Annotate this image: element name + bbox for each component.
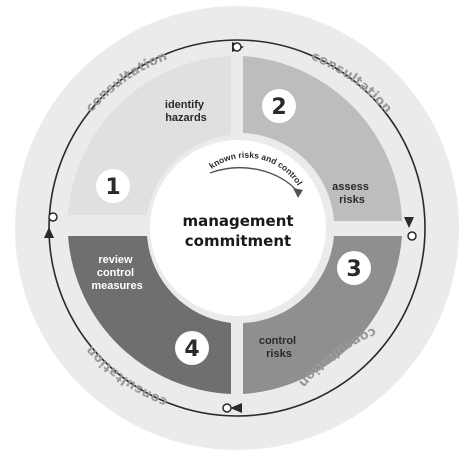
ring-arrowhead-bottom — [230, 403, 242, 413]
step-1-badge: 1 — [96, 169, 130, 203]
step-3-label-line-2: risks — [266, 348, 292, 360]
step-4-label: review control measures — [91, 254, 142, 292]
step-2-number: 2 — [271, 95, 286, 120]
step-1-label-line-1: identify — [165, 99, 205, 111]
step-3-label: control risks — [259, 335, 299, 360]
ring-node-top — [232, 42, 242, 52]
ring-node-bottom — [222, 403, 232, 413]
step-1-label-line-2: hazards — [165, 112, 207, 124]
ring-arrowhead-left — [44, 227, 54, 238]
step-4-label-line-3: measures — [91, 280, 142, 292]
step-2-badge: 2 — [262, 89, 296, 123]
known-risks-arrowhead — [293, 188, 303, 198]
ring-node-right — [407, 231, 417, 241]
step-4-label-line-2: control — [97, 267, 134, 279]
step-4-badge: 4 — [175, 331, 209, 365]
ring-node-left — [48, 212, 58, 222]
step-2-label: assess risks — [332, 181, 372, 206]
center-title-line-1: management — [182, 212, 293, 230]
step-3-number: 3 — [346, 257, 361, 282]
step-4-label-line-1: review — [98, 254, 133, 266]
step-4-number: 4 — [184, 337, 199, 362]
ring-arrowhead-right — [404, 217, 414, 228]
center-circle — [150, 140, 326, 316]
step-2-label-line-2: risks — [339, 194, 365, 206]
step-1-label: identify hazards — [165, 99, 207, 124]
known-risks-arrow — [209, 167, 299, 193]
center-title-line-2: commitment — [185, 232, 291, 250]
step-3-badge: 3 — [337, 251, 371, 285]
step-2-label-line-1: assess — [332, 181, 369, 193]
step-3-label-line-1: control — [259, 335, 296, 347]
step-1-number: 1 — [105, 175, 120, 200]
